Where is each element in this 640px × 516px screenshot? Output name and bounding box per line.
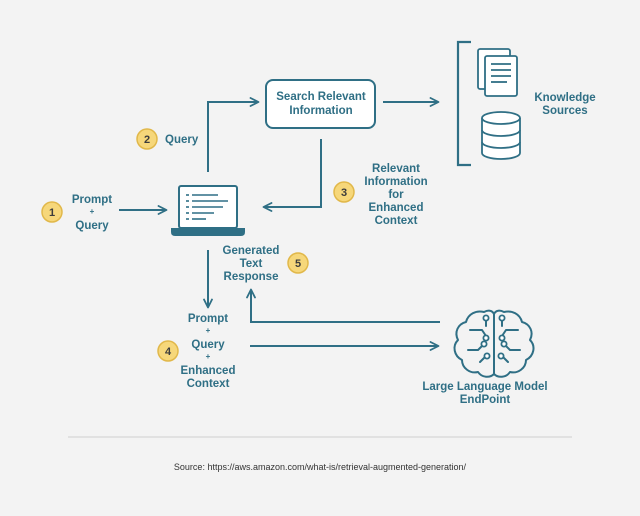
step-label-3: Relevant Information for Enhanced Contex… [364, 163, 427, 227]
laptop-icon [171, 185, 245, 236]
database-icon [481, 111, 521, 160]
brain-circuit-icon [453, 309, 535, 378]
svg-text:Response: Response [224, 271, 279, 283]
svg-text:Prompt: Prompt [72, 194, 112, 206]
svg-text:Prompt: Prompt [188, 313, 228, 325]
arrow-search-to-laptop [262, 139, 322, 212]
svg-text:Generated: Generated [223, 245, 280, 257]
step-badge-1: 1 [41, 201, 63, 223]
svg-text:Enhanced: Enhanced [369, 202, 424, 214]
step-label-5: Generated Text Response [223, 245, 280, 283]
svg-text:Query: Query [75, 220, 109, 232]
step-label-2: Query [165, 134, 199, 146]
step-label-4: Prompt + Query + Enhanced Context [181, 313, 236, 390]
source-text: Source: https://aws.amazon.com/what-is/r… [174, 462, 467, 472]
svg-text:1: 1 [49, 207, 55, 219]
search-title-line2: Information [289, 105, 352, 117]
svg-text:Enhanced: Enhanced [181, 365, 236, 377]
step-badge-3: 3 [333, 181, 355, 203]
svg-text:Text: Text [240, 258, 263, 270]
knowledge-bracket [456, 40, 471, 167]
step-label-1: Prompt + Query [72, 194, 112, 232]
knowledge-label-line2: Sources [542, 105, 587, 117]
llm-label-line2: EndPoint [460, 394, 511, 406]
arrow-laptop-to-search [207, 97, 260, 172]
svg-text:Query: Query [165, 134, 199, 146]
arrow-llm-to-response [246, 288, 440, 323]
svg-text:2: 2 [144, 134, 150, 146]
svg-text:for: for [388, 189, 404, 201]
brain-circuit-nodes [480, 314, 508, 360]
step-badge-5: 5 [287, 252, 309, 274]
documents-icon [477, 48, 518, 97]
svg-text:+: + [90, 207, 95, 216]
svg-text:+: + [206, 352, 211, 361]
step-badge-2: 2 [136, 128, 158, 150]
svg-text:Context: Context [187, 378, 230, 390]
svg-text:3: 3 [341, 187, 347, 199]
svg-text:Relevant: Relevant [372, 163, 420, 175]
knowledge-label-line1: Knowledge [534, 92, 595, 104]
svg-text:Query: Query [191, 339, 225, 351]
svg-text:5: 5 [295, 258, 301, 270]
step-badge-4: 4 [157, 340, 179, 362]
search-title-line1: Search Relevant [276, 91, 366, 103]
svg-text:+: + [206, 326, 211, 335]
llm-label-line1: Large Language Model [422, 381, 547, 393]
svg-text:Information: Information [364, 176, 427, 188]
search-box [265, 79, 376, 129]
svg-text:4: 4 [165, 346, 172, 358]
svg-text:Context: Context [375, 215, 418, 227]
